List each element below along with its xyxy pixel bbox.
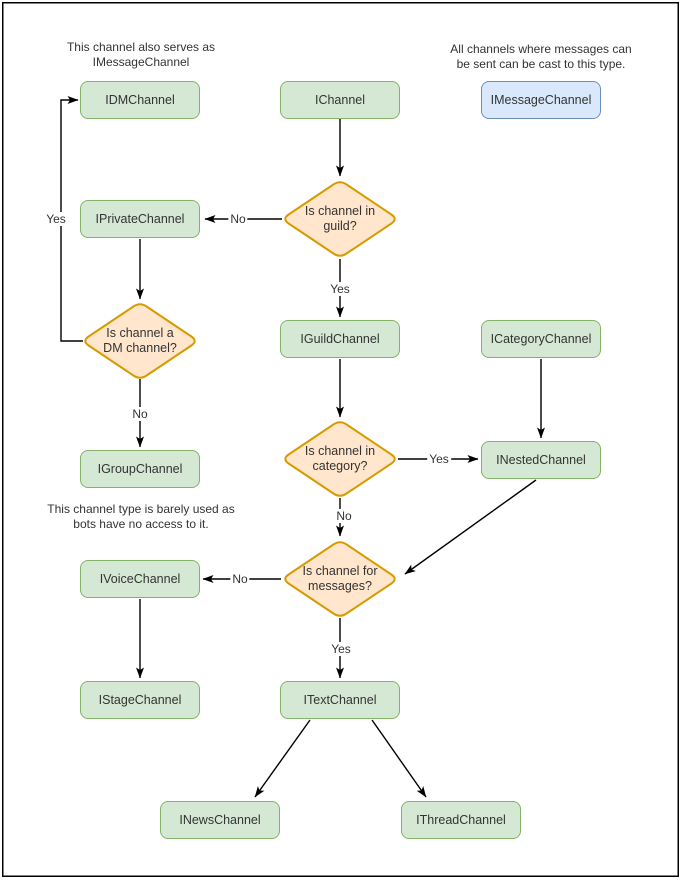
node-label: IDMChannel (105, 93, 175, 107)
edge-label-messages-no: No (230, 572, 250, 586)
decision-is-channel-in-guild: Is channel in guild? (280, 178, 400, 260)
decision-line: Is channel in (304, 444, 376, 458)
edge-label-guild-no: No (228, 212, 248, 226)
node-ichannel: IChannel (280, 81, 400, 119)
diamond-shape (284, 181, 396, 257)
edge-label-guild-yes: Yes (328, 282, 352, 296)
node-istagechannel: IStageChannel (80, 681, 200, 719)
node-iguildchannel: IGuildChannel (280, 320, 400, 358)
note-imessagechannel: All channels where messages can be sent … (431, 42, 651, 72)
node-inestedchannel: INestedChannel (481, 441, 601, 479)
diamond-shape (284, 421, 396, 497)
node-label: IPrivateChannel (95, 212, 185, 226)
diamond-shape (84, 303, 196, 379)
note-line: be sent can be cast to this type. (456, 57, 626, 71)
node-inewschannel: INewsChannel (160, 801, 280, 839)
node-ithreadchannel: IThreadChannel (401, 801, 521, 839)
node-label: ICategoryChannel (490, 332, 592, 346)
node-ivoicechannel: IVoiceChannel (80, 560, 200, 598)
decision-is-channel-for-messages: Is channel for messages? (280, 538, 400, 620)
decision-label: Is channel for messages? (280, 538, 400, 620)
decision-line: Is channel for (302, 564, 378, 578)
decision-line: DM channel? (103, 341, 177, 355)
node-label: INestedChannel (496, 453, 586, 467)
node-idmchannel: IDMChannel (80, 81, 200, 119)
edge-label-messages-yes: Yes (329, 642, 353, 656)
node-label: IChannel (314, 93, 366, 107)
decision-label: Is channel in guild? (280, 178, 400, 260)
decision-is-channel-a-dm: Is channel a DM channel? (80, 300, 200, 382)
node-icategorychannel: ICategoryChannel (481, 320, 601, 358)
node-label: INewsChannel (179, 813, 261, 827)
decision-label: Is channel a DM channel? (80, 300, 200, 382)
note-line: IMessageChannel (92, 55, 190, 69)
edge-label-dm-no: No (130, 407, 150, 421)
node-label: IVoiceChannel (99, 572, 181, 586)
edge-itextchannel-to-ithreadchannel (371, 719, 427, 798)
node-label: IStageChannel (98, 693, 182, 707)
note-idmchannel: This channel also serves as IMessageChan… (31, 40, 251, 70)
note-line: This channel type is barely used as (47, 502, 235, 516)
edge-label-category-yes: Yes (427, 452, 451, 466)
decision-line: Is channel in (304, 204, 376, 218)
node-label: IGuildChannel (300, 332, 380, 346)
decision-line: messages? (308, 579, 372, 593)
edge-label-dm-yes: Yes (44, 212, 68, 226)
node-iprivatechannel: IPrivateChannel (80, 200, 200, 238)
decision-label: Is channel in category? (280, 418, 400, 500)
note-igroupchannel: This channel type is barely used as bots… (31, 502, 251, 532)
node-itextchannel: ITextChannel (280, 681, 400, 719)
decision-line: Is channel a (106, 326, 174, 340)
edge-inestedchannel-to-messages-decision (404, 479, 537, 575)
diamond-shape (284, 541, 396, 617)
note-line: bots have no access to it. (73, 517, 209, 531)
decision-is-channel-in-category: Is channel in category? (280, 418, 400, 500)
node-label: ITextChannel (303, 693, 377, 707)
decision-line: category? (312, 459, 368, 473)
node-label: IThreadChannel (416, 813, 506, 827)
node-igroupchannel: IGroupChannel (80, 450, 200, 488)
edge-label-category-no: No (334, 509, 354, 523)
node-imessagechannel: IMessageChannel (481, 81, 601, 119)
note-line: This channel also serves as (66, 40, 216, 54)
decision-line: guild? (323, 219, 357, 233)
note-line: All channels where messages can (450, 42, 632, 56)
edge-itextchannel-to-inewschannel (254, 719, 311, 798)
node-label: IGroupChannel (97, 462, 183, 476)
node-label: IMessageChannel (490, 93, 592, 107)
